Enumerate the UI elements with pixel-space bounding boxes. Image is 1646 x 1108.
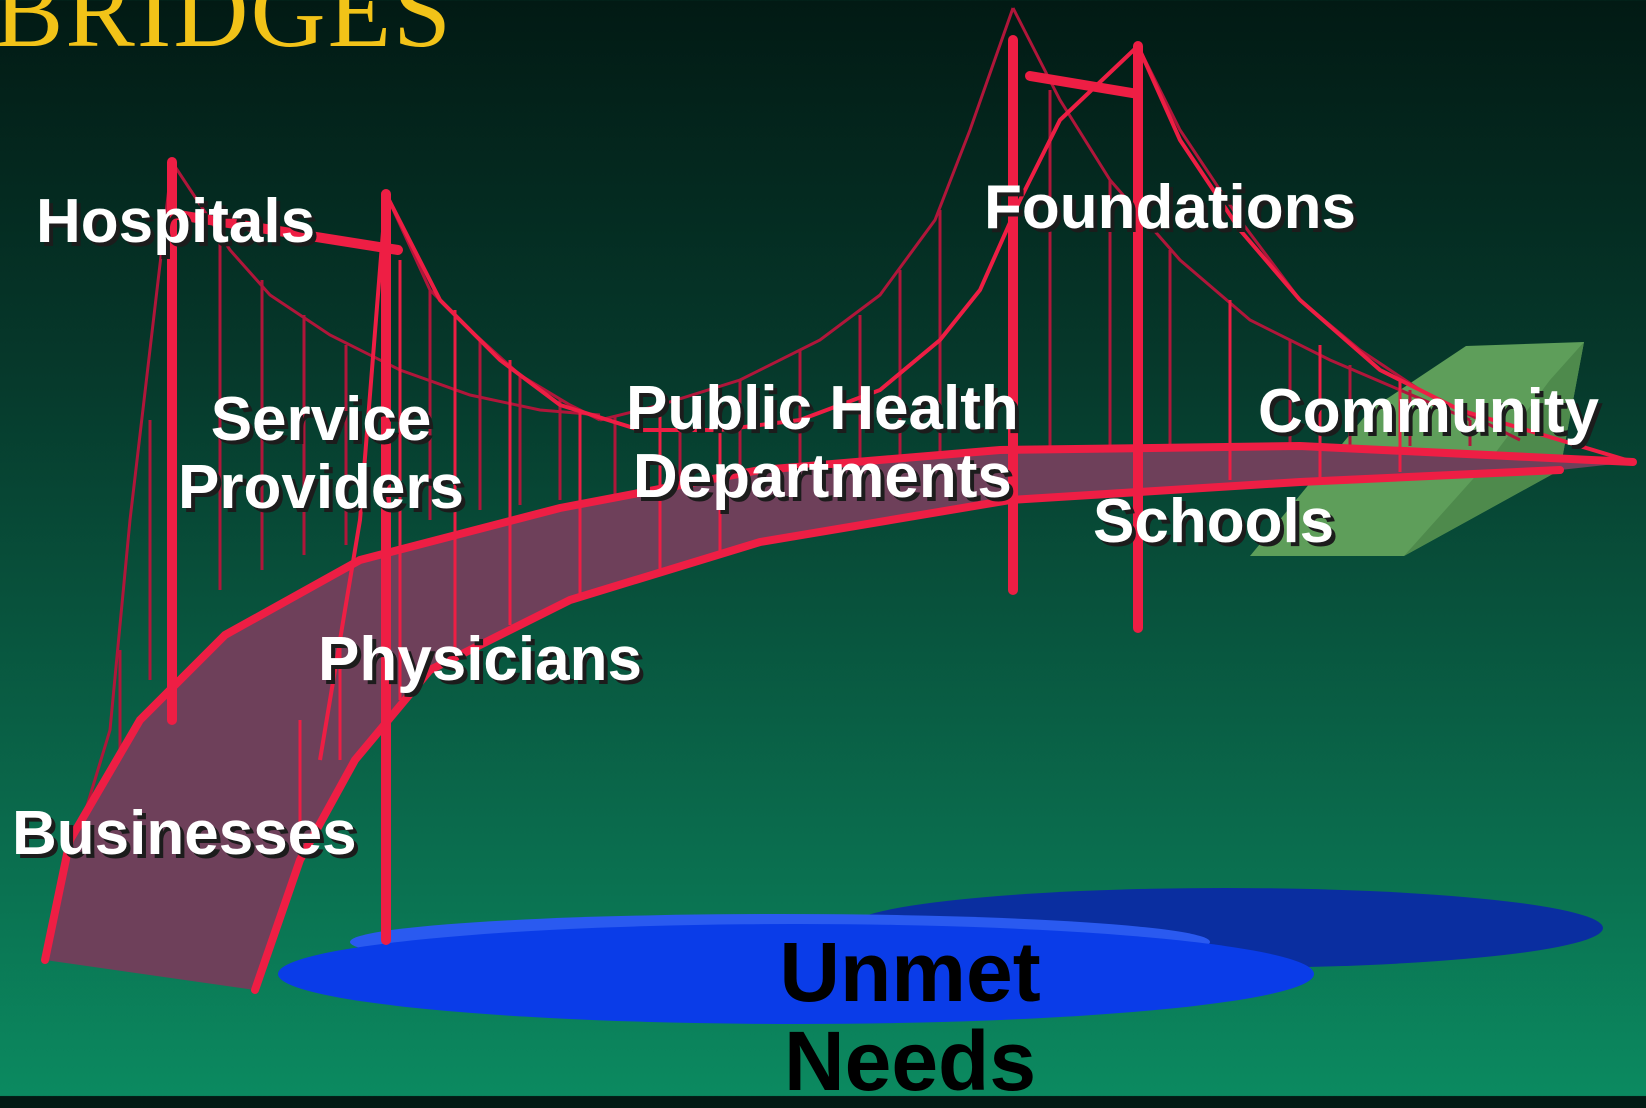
water-label-unmet-needs: Unmet Needs [760,925,1060,1108]
community-shore-shade [1404,342,1584,556]
label-schools: Schools [1093,487,1335,556]
left-tower-crossbar [167,209,403,255]
label-public-health-line2: Departments [632,442,1012,512]
slide-title: BRIDGES [0,0,453,69]
right-tower-crossbar [1025,71,1143,99]
label-public-health: Public Health Departments [626,374,1019,512]
water-pool-front [278,924,1314,1024]
front-cables [318,44,1634,761]
label-physicians: Physicians [318,625,642,694]
deck-edges [41,441,1637,994]
label-service-providers: Service Providers [178,385,465,523]
label-foundations: Foundations [984,173,1356,242]
label-public-health-line1: Public Health [626,374,1019,443]
front-hangers [298,260,1402,860]
label-community: Community [1258,377,1599,446]
label-hospitals: Hospitals [36,187,316,256]
label-service-providers-line2: Providers [178,453,465,523]
bridge-towers [167,35,1143,945]
water-label-line1: Unmet [779,925,1041,1019]
label-businesses: Businesses [12,799,357,868]
label-service-providers-line1: Service [210,385,432,454]
bridge-deck [45,446,1633,990]
water-label-line2: Needs [783,1014,1037,1108]
